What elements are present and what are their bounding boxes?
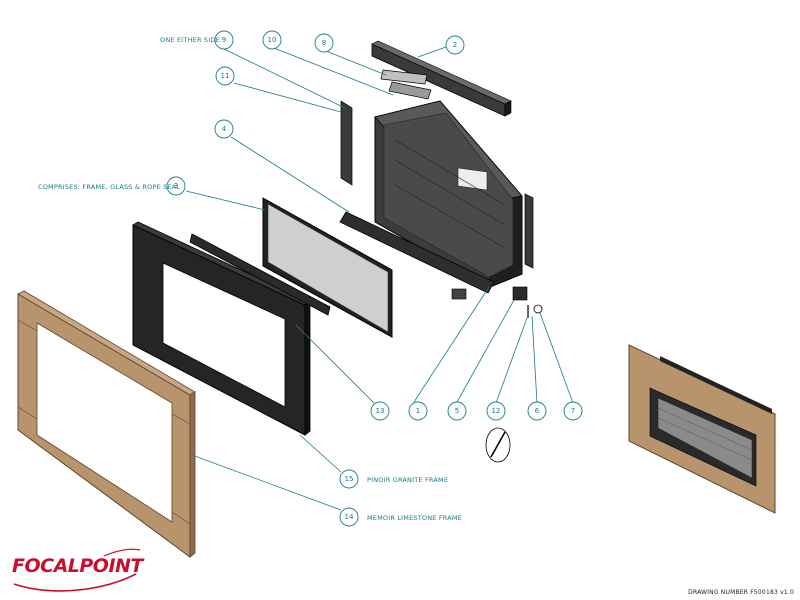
trim-strip [189,233,331,316]
callout-12 [486,401,506,421]
callout-number-1: 1 [416,407,420,415]
callout-3 [166,176,186,196]
callout-13 [370,401,390,421]
callout-number-13: 13 [376,407,385,415]
callout-number-8: 8 [322,39,326,47]
callout-8 [314,33,334,53]
callout-number-15: 15 [345,475,354,483]
callout-1 [408,401,428,421]
callout-number-5: 5 [455,407,459,415]
callout-number-12: 12 [492,407,501,415]
callout-number-9: 9 [222,36,226,44]
callout-number-2: 2 [453,41,457,49]
callout-2 [445,35,465,55]
logo-swoosh [13,548,141,592]
control-box [512,286,528,301]
assembled-fireplace [628,344,776,514]
pinoir-granite-frame [132,221,311,436]
callout-number-14: 14 [345,513,354,521]
label-memoir-limestone-frame: MEMOIR LIMESTONE FRAME [367,514,462,522]
callout-7 [563,401,583,421]
remote-tool [485,427,511,463]
side-panel-right [524,193,534,269]
top-trim [371,40,512,117]
knob-part [527,304,543,318]
callout-number-3: 3 [174,182,178,190]
callout-5 [447,401,467,421]
callout-6 [527,401,547,421]
callout-circles [166,30,583,527]
callout-4 [214,119,234,139]
focalpoint-logo: FOCALPOINT [12,555,143,577]
callout-10 [262,30,282,50]
drawing-number: DRAWING NUMBER F500183 v1.0 [688,589,794,596]
side-panel-left [340,100,353,186]
brackets [380,69,432,100]
callout-number-10: 10 [268,36,277,44]
firebox [374,100,523,288]
label-pinoir-granite-frame: PINOIR GRANITE FRAME [367,476,449,484]
callout-11 [215,66,235,86]
memoir-limestone-frame [17,290,196,558]
callout-number-7: 7 [571,407,575,415]
callout-number-4: 4 [222,125,227,133]
leader-lines [185,46,574,511]
callout-9 [214,30,234,50]
callout-number-6: 6 [535,407,540,415]
callout-number-11: 11 [221,72,230,80]
label-one-either-side: ONE EITHER SIDE [160,36,220,44]
callout-14 [339,507,359,527]
burner-rail [339,211,495,300]
glass-door-frame [262,197,393,338]
label-comprises: COMPRISES: FRAME, GLASS & ROPE SEAL [38,183,181,191]
callout-15 [339,469,359,489]
